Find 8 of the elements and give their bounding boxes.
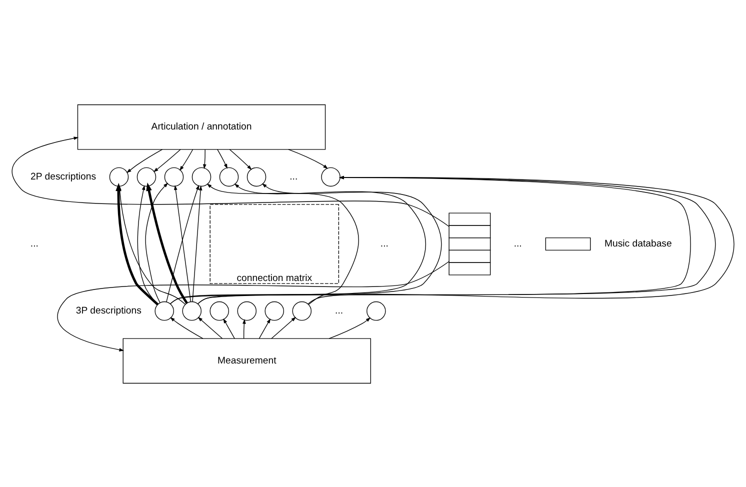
label: ... bbox=[30, 238, 38, 250]
label: ... bbox=[290, 171, 298, 182]
label: 3P descriptions bbox=[76, 305, 142, 316]
label: 2P descriptions bbox=[30, 171, 96, 182]
label: ... bbox=[335, 305, 344, 316]
label: ... bbox=[514, 238, 522, 250]
label: ... bbox=[380, 238, 388, 250]
label: Music database bbox=[604, 238, 672, 250]
